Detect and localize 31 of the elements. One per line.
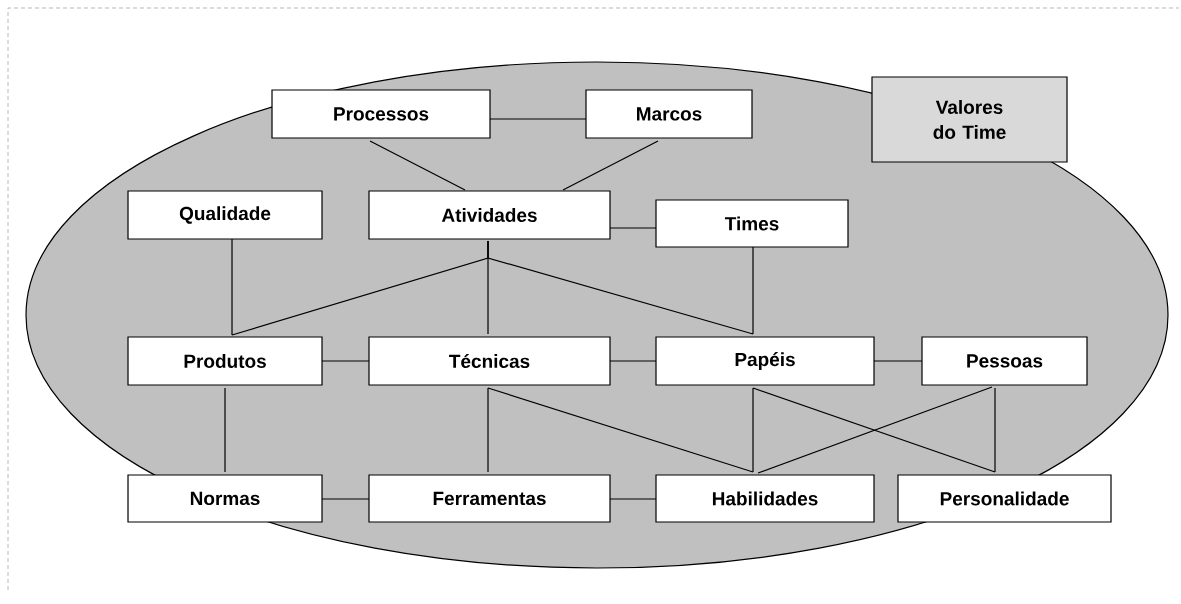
concept-box: Marcos xyxy=(585,89,753,139)
concept-box: Pessoas xyxy=(921,336,1088,386)
connector-line xyxy=(487,387,489,473)
concept-box: Produtos xyxy=(127,336,323,386)
connector-line xyxy=(994,387,996,473)
connector-line xyxy=(231,238,233,336)
concept-box: Processos xyxy=(271,89,491,139)
connector-line xyxy=(562,140,659,191)
concept-box: Qualidade xyxy=(127,190,323,240)
concept-box: Times xyxy=(655,199,849,248)
connector-line xyxy=(321,498,370,500)
connector-line xyxy=(487,387,754,473)
connector-line xyxy=(609,227,657,229)
connector-line xyxy=(873,360,923,362)
connector-line xyxy=(752,387,754,473)
connector-line xyxy=(609,498,657,500)
connector-line xyxy=(224,387,226,473)
connector-line xyxy=(752,246,754,335)
concept-box: Personalidade xyxy=(897,474,1112,523)
connector-line xyxy=(487,240,754,335)
connector-line xyxy=(609,360,657,362)
concept-box: Técnicas xyxy=(368,336,611,386)
connector-line xyxy=(489,118,587,120)
label-box: Valores do Time xyxy=(871,76,1068,163)
connector-line xyxy=(321,360,370,362)
connector-line xyxy=(369,140,466,191)
concept-box: Habilidades xyxy=(655,474,875,523)
concept-box: Atividades xyxy=(368,190,611,240)
concept-box: Papéis xyxy=(655,336,875,386)
concept-box: Ferramentas xyxy=(368,474,611,523)
concept-box: Normas xyxy=(127,474,323,523)
